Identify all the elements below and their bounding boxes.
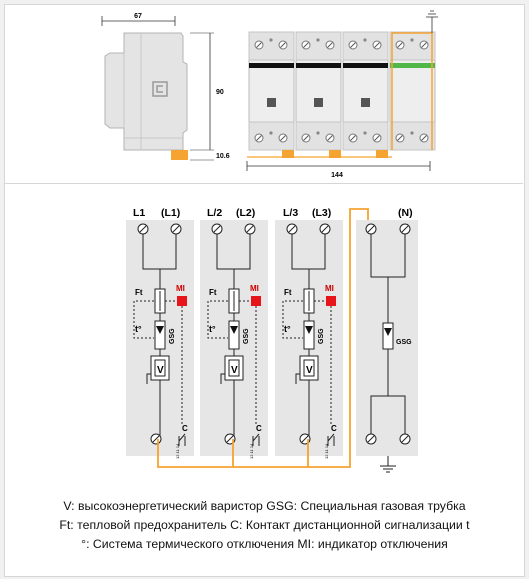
din-clip [282, 150, 294, 158]
dim-foot: 10.6 [216, 153, 230, 160]
gas-tube [228, 320, 240, 350]
varistor-label: V [231, 365, 238, 376]
terminal-label-l3p: (L3) [312, 207, 331, 219]
phase-module-2: Ft MI t° GSG V C 12 11 14 [200, 220, 268, 459]
indicator-mi [251, 296, 261, 306]
contact-label: C [182, 424, 188, 433]
legend-line-3: °: Система термического отключения MI: и… [81, 537, 448, 551]
dim-height: 90 [216, 89, 224, 96]
neutral-module: GSG [356, 220, 418, 473]
legend-line-2: Ft: тепловой предохранитель C: Контакт д… [59, 518, 470, 532]
module-2 [295, 31, 342, 158]
din-clip [171, 150, 188, 160]
orange-bus-wire [157, 208, 369, 468]
neutral-highlight [391, 32, 433, 150]
contact-label: C [331, 424, 337, 433]
window-marker [314, 98, 323, 107]
legend-line-1: V: высокоэнергетический варистор GSG: Сп… [63, 499, 466, 513]
gas-tube [303, 320, 315, 350]
window-marker [267, 98, 276, 107]
temp-label: t° [284, 324, 291, 334]
gsg-label: GSG [243, 328, 250, 344]
terminal-label-l1: L1 [133, 207, 145, 219]
ft-label: Ft [135, 288, 143, 297]
contact-pins: 12 11 14 [249, 443, 254, 459]
bus-drops [157, 439, 309, 467]
mi-label: MI [250, 284, 259, 293]
contact-label: C [256, 424, 262, 433]
ft-label: Ft [209, 288, 217, 297]
remote-contact [252, 433, 260, 446]
varistor-label: V [157, 365, 164, 376]
ft-label: Ft [284, 288, 292, 297]
dim-width: 67 [134, 13, 142, 20]
indicator-mi [177, 296, 187, 306]
terminal-label-n: (N) [398, 207, 413, 219]
mi-label: MI [176, 284, 185, 293]
contact-pins: 12 11 14 [175, 443, 180, 459]
mi-label: MI [325, 284, 334, 293]
din-clip [329, 150, 341, 158]
status-bar-black [249, 63, 294, 68]
terminal-label-l1p: (L1) [161, 207, 180, 219]
varistor-label: V [306, 365, 313, 376]
phase-module-1: Ft MI t° GSG V C 12 11 14 [126, 220, 194, 459]
temp-label: t° [135, 324, 142, 334]
gsg-label: GSG [318, 328, 325, 344]
gsg-label: GSG [169, 328, 176, 344]
gas-tube [154, 320, 166, 350]
front-view [247, 10, 438, 158]
window-marker [361, 98, 370, 107]
side-view: 67 90 10.6 [101, 13, 230, 161]
terminal-label-l3: L/3 [283, 207, 298, 219]
status-bar-black [296, 63, 341, 68]
module-3 [342, 31, 389, 158]
indicator-mi [326, 296, 336, 306]
logo-mark [152, 81, 168, 97]
phase-module-3: Ft MI t° GSG V C 12 11 14 [275, 220, 343, 459]
remote-contact [327, 433, 335, 446]
remote-contact [178, 433, 186, 446]
status-bar-green [390, 63, 435, 68]
gsg-label: GSG [396, 339, 412, 346]
din-clip [376, 150, 388, 158]
dim-length: 144 [331, 172, 343, 179]
module-4 [389, 31, 436, 151]
terminal-label-l2p: (L2) [236, 207, 255, 219]
temp-label: t° [209, 324, 216, 334]
dimension-drawing: 67 90 10.6 144 [101, 10, 438, 179]
status-bar-black [343, 63, 388, 68]
terminal-label-l2: L/2 [207, 207, 222, 219]
module-1 [248, 31, 295, 158]
contact-pins: 12 11 14 [324, 443, 329, 459]
section-divider [4, 183, 523, 184]
